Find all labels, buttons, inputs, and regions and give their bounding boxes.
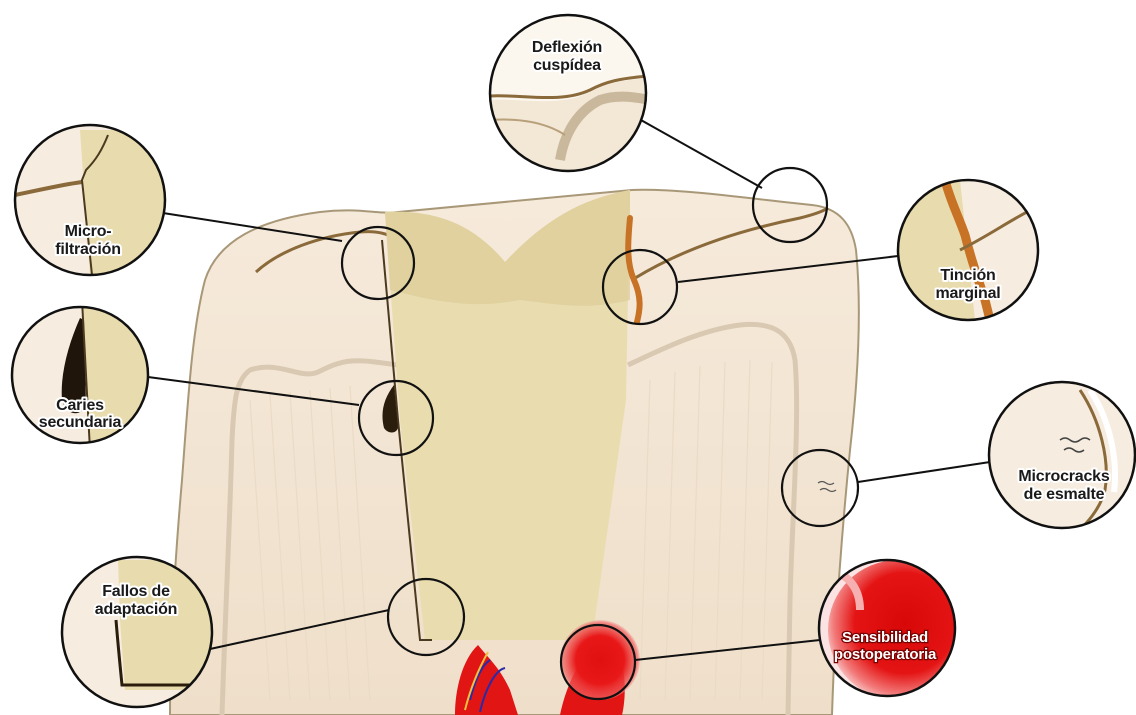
svg-text:marginal: marginal: [935, 285, 1000, 302]
svg-text:Sensibilidad: Sensibilidad: [842, 629, 928, 646]
label-fallos-2: adaptación: [95, 601, 177, 618]
magnifier-deflexion: Deflexión cuspídea: [490, 15, 650, 180]
svg-text:Caries: Caries: [56, 397, 104, 414]
label-tincion-1: Tinción: [940, 267, 995, 284]
label-sensibilidad-2: postoperatoria: [834, 646, 937, 663]
label-microcracks-2: de esmalte: [1024, 486, 1105, 503]
svg-text:de esmalte: de esmalte: [1024, 486, 1105, 503]
svg-text:filtración: filtración: [55, 241, 121, 258]
svg-text:postoperatoria: postoperatoria: [834, 646, 937, 663]
magnifier-microfiltracion: Micro- filtración: [15, 125, 170, 275]
magnifier-sensibilidad: Sensibilidad postoperatoria: [819, 560, 968, 700]
svg-text:cuspídea: cuspídea: [533, 57, 601, 74]
label-caries-2: secundaria: [39, 414, 122, 431]
svg-text:adaptación: adaptación: [95, 601, 177, 618]
label-caries-1: Caries: [56, 397, 104, 414]
svg-text:Micro-: Micro-: [65, 223, 112, 240]
svg-text:Microcracks: Microcracks: [1018, 468, 1109, 485]
magnifier-caries: Caries secundaria: [12, 300, 150, 450]
leader-microcracks: [858, 462, 990, 482]
svg-text:secundaria: secundaria: [39, 414, 122, 431]
label-deflexion-2: cuspídea: [533, 57, 601, 74]
magnifier-fallos: Fallos de adaptación: [62, 557, 212, 707]
leader-deflexion: [632, 115, 762, 188]
magnifier-microcracks: Microcracks de esmalte: [989, 382, 1135, 535]
label-sensibilidad-1: Sensibilidad: [842, 629, 928, 646]
magnifier-tincion: Tinción marginal: [898, 180, 1040, 320]
svg-text:Deflexión: Deflexión: [532, 39, 602, 56]
svg-text:Fallos de: Fallos de: [102, 583, 170, 600]
label-microfiltracion-2: filtración: [55, 241, 121, 258]
svg-text:Tinción: Tinción: [940, 267, 995, 284]
label-deflexion-1: Deflexión: [532, 39, 602, 56]
label-microfiltracion-1: Micro-: [65, 223, 112, 240]
label-microcracks-1: Microcracks: [1018, 468, 1109, 485]
label-tincion-2: marginal: [935, 285, 1000, 302]
label-fallos-1: Fallos de: [102, 583, 170, 600]
